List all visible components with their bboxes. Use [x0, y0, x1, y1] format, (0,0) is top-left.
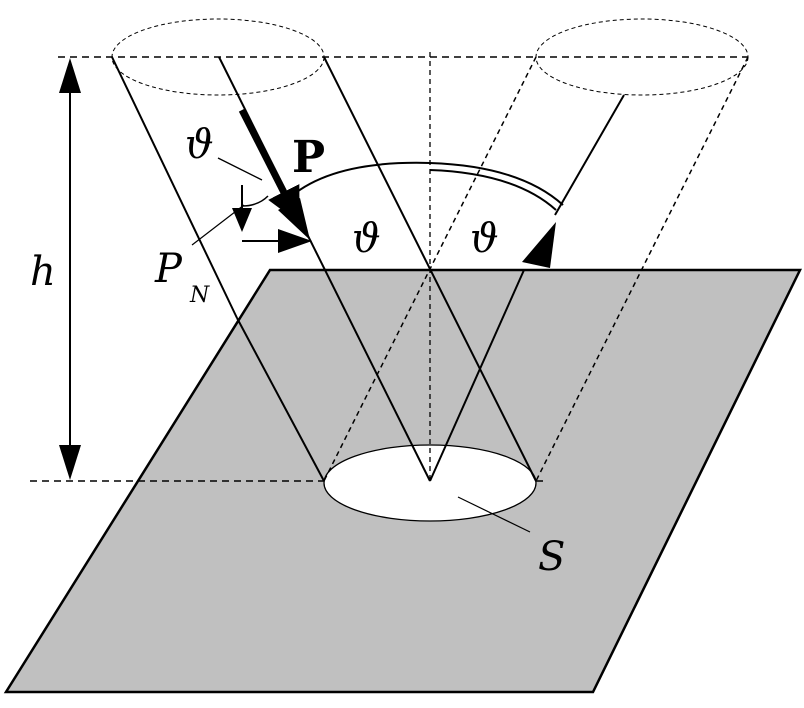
reflected-arrowhead — [522, 222, 556, 268]
area-ellipse — [323, 444, 537, 522]
reflection-arc-outer — [286, 161, 564, 206]
reflection-arc-inner — [429, 169, 557, 211]
momentum-arrowhead — [278, 198, 310, 240]
momentum-vector — [238, 108, 302, 224]
normal-component-label: P — [154, 246, 183, 292]
angle-mid-label: ϑ — [352, 216, 381, 262]
height-arrow-top — [59, 58, 81, 93]
reflected-beam — [429, 94, 625, 482]
normal-component-subscript: N — [189, 283, 210, 308]
momentum-label: P — [292, 132, 325, 183]
angle-left-label: ϑ — [185, 122, 214, 168]
normal-component-horizontal-head — [278, 229, 312, 253]
reflected-beam-dashed — [323, 56, 749, 482]
normal-component-vertical-head — [232, 208, 252, 232]
angle-right-label: ϑ — [470, 216, 499, 262]
height-arrow-bottom — [59, 445, 81, 480]
height-label: h — [30, 249, 56, 295]
area-leader — [457, 496, 531, 533]
angle-left-leader — [217, 157, 263, 181]
area-label: S — [538, 534, 565, 580]
normal-component-leader — [191, 204, 245, 246]
angle-left-arc — [241, 195, 269, 207]
